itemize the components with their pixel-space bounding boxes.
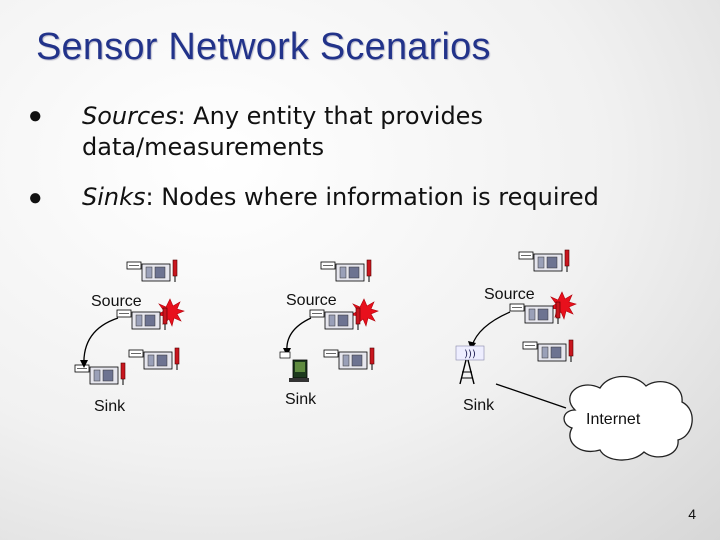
sensor-node-icon — [522, 339, 574, 363]
sensor-node-icon — [126, 259, 178, 283]
scenario-1-sink-label: Sink — [94, 398, 126, 415]
svg-text:))): ))) — [464, 349, 476, 360]
sensor-node-icon — [320, 259, 372, 283]
bullet-sinks-line1: : Nodes where information is required — [145, 183, 599, 211]
sensor-node-icon — [518, 249, 570, 273]
laptop-sink-icon — [279, 351, 309, 382]
scenario-1 — [74, 259, 185, 386]
sensor-node-icon — [128, 347, 180, 371]
source-burst-icon — [156, 298, 185, 327]
antenna-tower-sink-icon: ))) — [455, 345, 485, 385]
bullet-marker: ● — [28, 184, 43, 211]
data-path-arrow — [471, 311, 511, 347]
internet-cloud-icon — [563, 375, 693, 461]
bullet-sources-term: Sources — [82, 102, 178, 130]
bullet-sinks-term: Sinks — [82, 183, 146, 211]
scenario-3-sink-label: Sink — [463, 397, 495, 414]
scenario-3-source-label: Source — [484, 286, 535, 303]
bullet-sinks: Sinks: Nodes where information is requir… — [82, 182, 599, 213]
internet-link — [495, 383, 567, 409]
slide-title: Sensor Network Scenarios — [36, 26, 491, 68]
sensor-node-icon — [116, 307, 168, 331]
internet-label: Internet — [586, 411, 641, 428]
bullet-sources-line1: : Any entity that provides — [177, 102, 483, 130]
scenario-1-source-label: Source — [91, 293, 142, 310]
bullet-sources-line2: data/measurements — [82, 133, 325, 161]
bullet-marker: ● — [28, 102, 43, 129]
sensor-node-icon — [509, 301, 561, 325]
sensor-node-icon — [323, 347, 375, 371]
data-path-arrow — [83, 317, 119, 367]
data-path-arrow — [286, 317, 312, 353]
page-number: 4 — [688, 506, 696, 522]
scenario-3: ))) — [455, 249, 577, 409]
bullet-sources: Sources: Any entity that provides data/m… — [82, 101, 483, 163]
scenario-2-sink-label: Sink — [285, 391, 317, 408]
scenario-2 — [279, 259, 379, 382]
sensor-node-icon — [74, 362, 126, 386]
sensor-node-icon — [309, 307, 361, 331]
source-burst-icon — [350, 298, 379, 327]
scenario-2-source-label: Source — [286, 292, 337, 309]
